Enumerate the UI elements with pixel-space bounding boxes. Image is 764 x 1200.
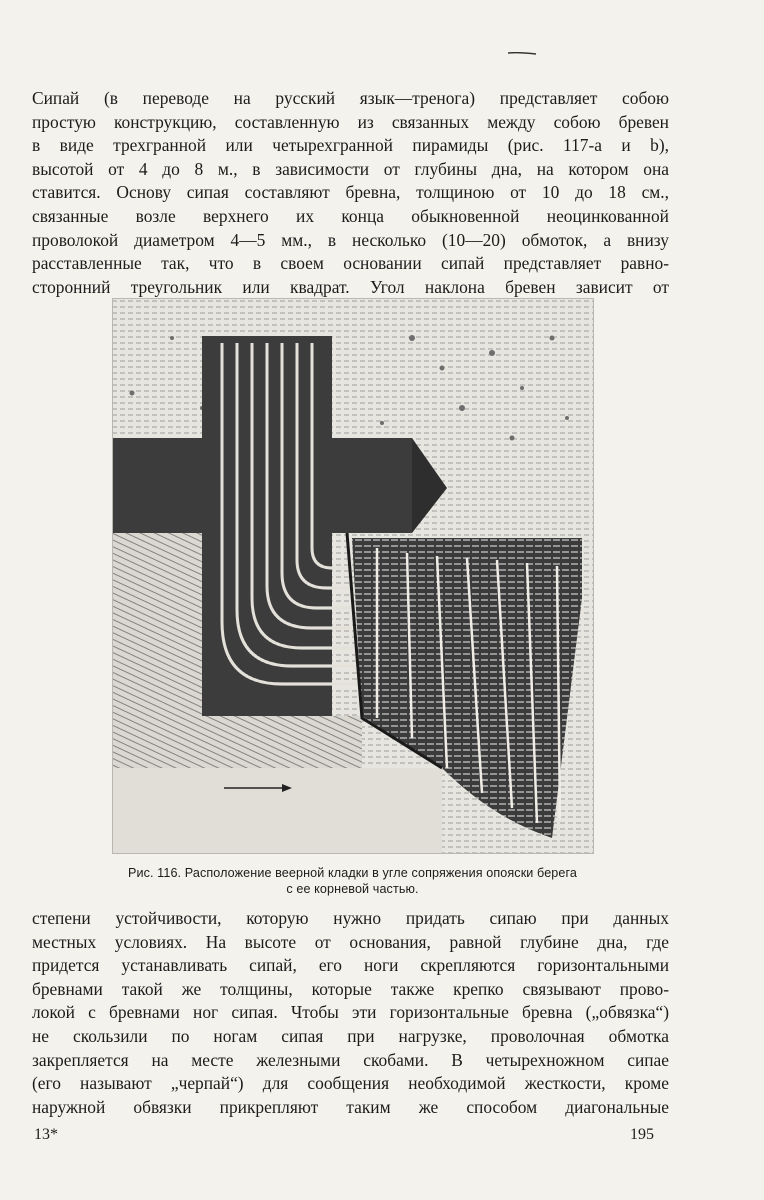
fan-dividers	[375, 548, 562, 824]
figure-caption: Рис. 116. Расположение веерной кладки в …	[70, 866, 635, 897]
text-line: Сипай (в переводе на русский язык—треног…	[32, 88, 669, 108]
fan-laying-strips	[220, 343, 362, 686]
caption-line: с ее корневой частью.	[286, 881, 419, 896]
text-line: проволокой диаметром 4—5 мм., в нескольк…	[32, 229, 669, 250]
bank-slope	[112, 533, 362, 768]
figure-116-engraving	[112, 298, 594, 854]
signature-mark: 13*	[34, 1126, 58, 1143]
stray-pen-mark	[508, 52, 536, 55]
text-line: сторонний треугольник или квадрат. Угол …	[32, 276, 669, 297]
text-line: закрепляется на месте железными скобами.…	[32, 1049, 669, 1070]
text-line: локой с бревнами ног сипая. Чтобы эти го…	[32, 1002, 669, 1023]
text-line: бревнами такой же толщины, которые также…	[32, 978, 669, 999]
paragraph-bottom: степени устойчивости, которую нужно прид…	[32, 907, 669, 1119]
text-line: придется устанавливать сипай, его ноги с…	[32, 955, 669, 976]
floating-debris	[129, 335, 569, 441]
text-line: в виде трехгранной или четырехгранной пи…	[32, 135, 669, 156]
text-line: связанные возле верхнего их конца обыкно…	[32, 205, 669, 226]
caption-line: Рис. 116. Расположение веерной кладки в …	[127, 866, 578, 880]
text-line: расставленные так, что в своем основании…	[32, 253, 669, 274]
belt-end-cap	[412, 438, 447, 533]
text-line: ставится. Основу сипая составляют бревна…	[32, 182, 669, 203]
fan-edge	[345, 532, 443, 770]
flow-arrow-icon	[224, 784, 292, 792]
text-line: местных условиях. На высоте от основания…	[32, 931, 669, 952]
text-line: степени устойчивости, которую нужно прид…	[32, 908, 669, 928]
text-line: (его называют „черпай“) для сообщения не…	[32, 1073, 669, 1094]
text-line: наружной обвязки прикрепляют таким же сп…	[32, 1096, 669, 1117]
text-line: простую конструкцию, составленную из свя…	[32, 111, 669, 132]
text-line: высотой от 4 до 8 м., в зависимости от г…	[32, 158, 669, 179]
river-bed	[112, 768, 442, 854]
paragraph-top: Сипай (в переводе на русский язык—треног…	[32, 87, 669, 299]
text-line: не скользили по ногам сипая при нагрузке…	[32, 1025, 669, 1046]
page-number: 195	[630, 1126, 654, 1143]
